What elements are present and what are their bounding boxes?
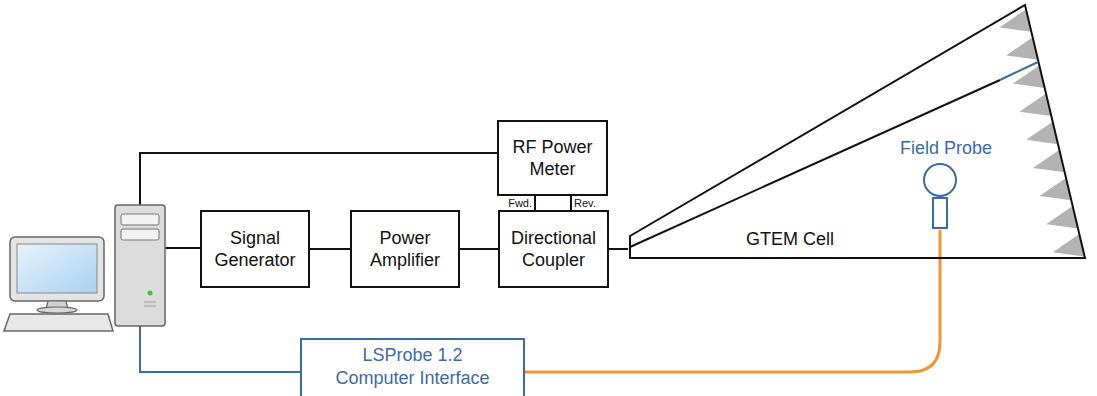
node-label: RF Power Meter	[505, 136, 600, 181]
node-label: Signal Generator	[208, 227, 302, 272]
node-label: Power Amplifier	[358, 227, 452, 272]
interface-box: LSProbe 1.2 Computer Interface	[300, 338, 525, 396]
rf-cable	[460, 248, 498, 250]
generator-box: Signal Generator	[200, 210, 310, 288]
gtem-cell: GTEM Cell Field Probe	[628, 0, 1097, 266]
node-label: GTEM Cell	[746, 228, 834, 251]
rf-cable	[609, 248, 628, 250]
node-label: Field Probe	[900, 137, 980, 160]
port-label: Rev.	[574, 197, 596, 210]
field-probe: Field Probe	[900, 135, 980, 230]
rf-cable	[310, 248, 350, 250]
amplifier-box: Power Amplifier	[350, 210, 460, 288]
interface-wire	[140, 325, 300, 372]
control-wire	[165, 247, 200, 249]
control-wire	[140, 153, 497, 205]
gtem-wall	[630, 5, 1085, 258]
node-label: Directional Coupler	[506, 227, 601, 272]
coupler-box: Directional Coupler	[498, 210, 609, 288]
meter-box: RF Power Meter	[497, 120, 608, 196]
computer-icon	[4, 205, 165, 331]
rf-cable	[534, 196, 536, 210]
node-label: LSProbe 1.2 Computer Interface	[330, 344, 495, 389]
septum	[630, 80, 1000, 247]
septum-termination	[1000, 62, 1038, 80]
gtem-outline	[628, 0, 1097, 266]
port-label: Fwd.	[508, 197, 532, 210]
rf-cable	[570, 196, 572, 210]
